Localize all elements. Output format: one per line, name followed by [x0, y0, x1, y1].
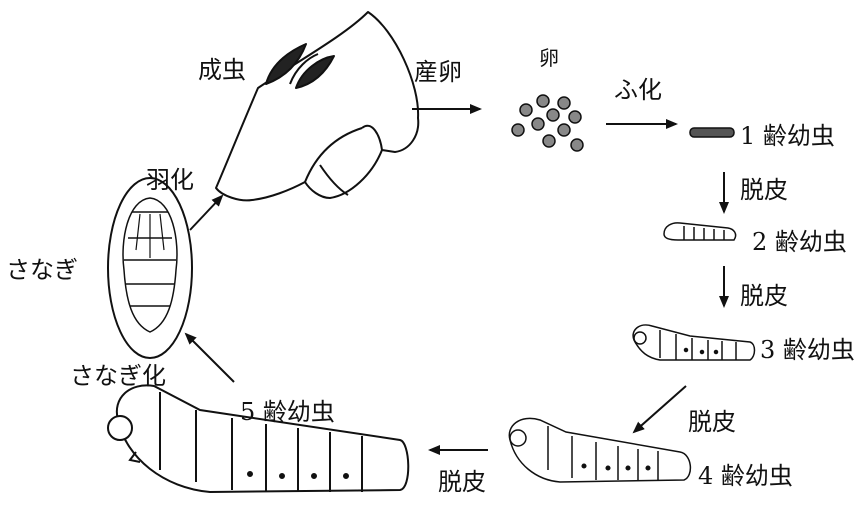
label-molt-4-5: 脱皮	[438, 470, 486, 494]
label-pupation: さなぎ化	[70, 364, 166, 388]
label-molt-3-4: 脱皮	[688, 410, 736, 434]
label-lay-eggs: 産卵	[414, 60, 462, 84]
larva-instar-4-illustration	[509, 418, 690, 482]
label-larva-instar-1: 1 齢幼虫	[740, 124, 835, 148]
label-larva-instar-5: 5 齢幼虫	[240, 400, 335, 424]
label-larva-instar-3: 3 齢幼虫	[760, 338, 855, 362]
arrow-molt-3-4	[634, 386, 686, 432]
label-molt-2-3: 脱皮	[740, 284, 788, 308]
adult-moth-illustration	[216, 12, 418, 200]
arrow-pupation	[186, 334, 234, 382]
pupa-cocoon-illustration	[108, 178, 192, 358]
label-molt-1-2: 脱皮	[740, 178, 788, 202]
arrow-emergence	[190, 196, 222, 230]
label-adult: 成虫	[198, 58, 246, 82]
label-emergence: 羽化	[146, 168, 194, 192]
label-pupa: さなぎ	[6, 258, 78, 282]
label-larva-instar-4: 4 齢幼虫	[698, 464, 793, 488]
larva-instar-1-illustration	[690, 128, 734, 137]
label-larva-instar-2: 2 齢幼虫	[752, 230, 847, 254]
larva-instar-3-illustration	[633, 325, 754, 360]
eggs-illustration	[512, 95, 583, 151]
label-hatch: ふ化	[614, 78, 662, 102]
larva-instar-2-illustration	[664, 223, 736, 240]
label-egg: 卵	[539, 48, 559, 68]
